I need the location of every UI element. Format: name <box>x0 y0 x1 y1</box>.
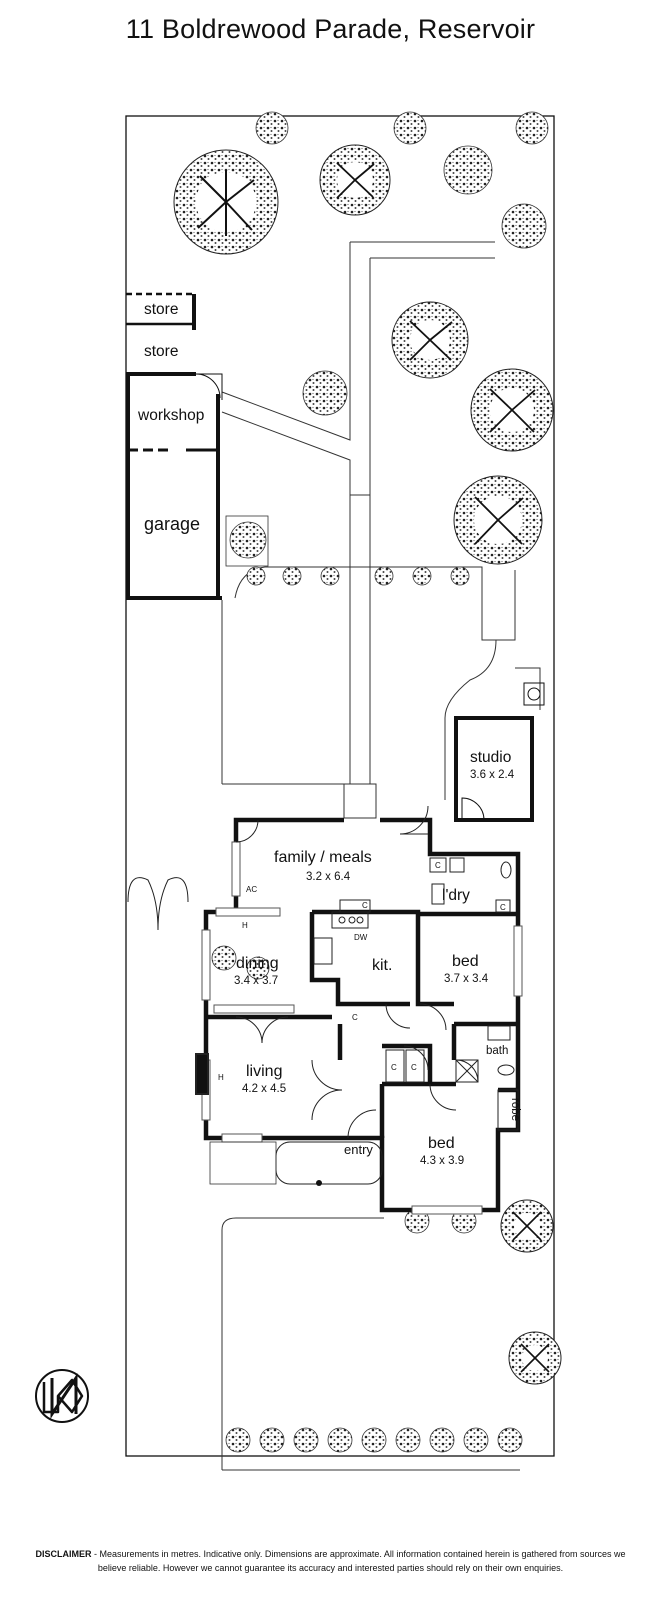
cupboard-label: C <box>391 1063 397 1072</box>
tree <box>173 149 279 255</box>
dishwasher-label: DW <box>354 933 368 942</box>
robe-label: robe <box>509 1098 521 1121</box>
cupboard-label: C <box>411 1063 417 1072</box>
cupboard-label: C <box>435 861 441 870</box>
garage-label: garage <box>144 514 200 534</box>
kitchen-label: kit. <box>372 957 392 974</box>
tree <box>453 475 543 565</box>
tree <box>500 1199 554 1253</box>
entry-lamp <box>316 1180 322 1186</box>
tree <box>319 144 391 216</box>
entry-label: entry <box>344 1142 373 1157</box>
ac-fixture-label: AC <box>246 885 257 894</box>
heater-dining-label: H <box>242 921 248 930</box>
disclaimer-label: DISCLAIMER <box>35 1549 92 1559</box>
family-meals-label: family / meals <box>274 849 372 866</box>
trees <box>173 144 562 1385</box>
cupboard-label: C <box>362 901 368 910</box>
garden-bed <box>225 515 269 567</box>
tree <box>470 368 554 452</box>
dining-label: dining <box>236 955 279 972</box>
disclaimer-text: DISCLAIMER - Measurements in metres. Ind… <box>20 1547 641 1575</box>
bed1-label: bed <box>452 953 479 970</box>
paths <box>221 241 541 1471</box>
property-address-title: 11 Boldrewood Parade, Reservoir <box>125 14 536 44</box>
living-label: living <box>246 1063 282 1080</box>
heater-living-label: H <box>218 1073 224 1082</box>
studio-dimensions: 3.6 x 2.4 <box>470 769 515 781</box>
fixtures <box>195 857 519 1131</box>
living-dimensions: 4.2 x 4.5 <box>242 1083 286 1095</box>
bed1-dimensions: 3.7 x 3.4 <box>444 973 489 985</box>
front-planter <box>209 1141 277 1185</box>
family-meals-dimensions: 3.2 x 6.4 <box>306 871 351 883</box>
windows <box>201 841 523 1215</box>
workshop-label: workshop <box>137 407 204 424</box>
tree <box>391 301 469 379</box>
cupboard-label: C <box>500 903 506 912</box>
bath-label: bath <box>486 1045 508 1057</box>
property-boundary <box>125 115 555 1457</box>
north-compass-icon <box>35 1369 89 1423</box>
store-bottom-label: store <box>144 343 178 360</box>
tree <box>508 1331 562 1385</box>
dining-dimensions: 3.4 x 3.7 <box>234 975 278 987</box>
floor-plan: store store workshop garage studio 3.6 x… <box>35 111 562 1471</box>
bed2-label: bed <box>428 1135 455 1152</box>
store-top-label: store <box>144 301 178 318</box>
bed2-dimensions: 4.3 x 3.9 <box>420 1155 464 1167</box>
shrubs <box>211 111 549 1453</box>
cupboard-label: C <box>352 1013 358 1022</box>
disclaimer-body: - Measurements in metres. Indicative onl… <box>91 1549 626 1573</box>
outbuildings <box>126 292 545 822</box>
studio-label: studio <box>470 749 511 766</box>
laundry-label: l'dry <box>442 887 470 904</box>
